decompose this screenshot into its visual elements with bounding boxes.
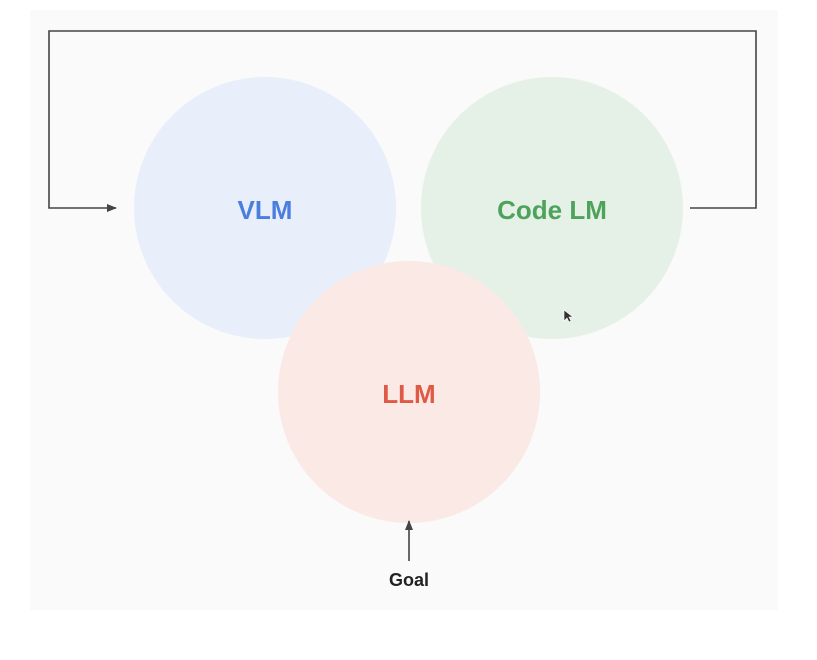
feedback-loop-edge [48,30,757,212]
code-lm-node [421,77,683,339]
vlm-label: VLM [238,195,293,225]
cursor-icon [563,309,574,323]
vlm-node [134,77,396,339]
goal-label: Goal [389,570,429,590]
llm-node [278,261,540,523]
llm-label: LLM [382,379,435,409]
code-lm-label: Code LM [497,195,607,225]
